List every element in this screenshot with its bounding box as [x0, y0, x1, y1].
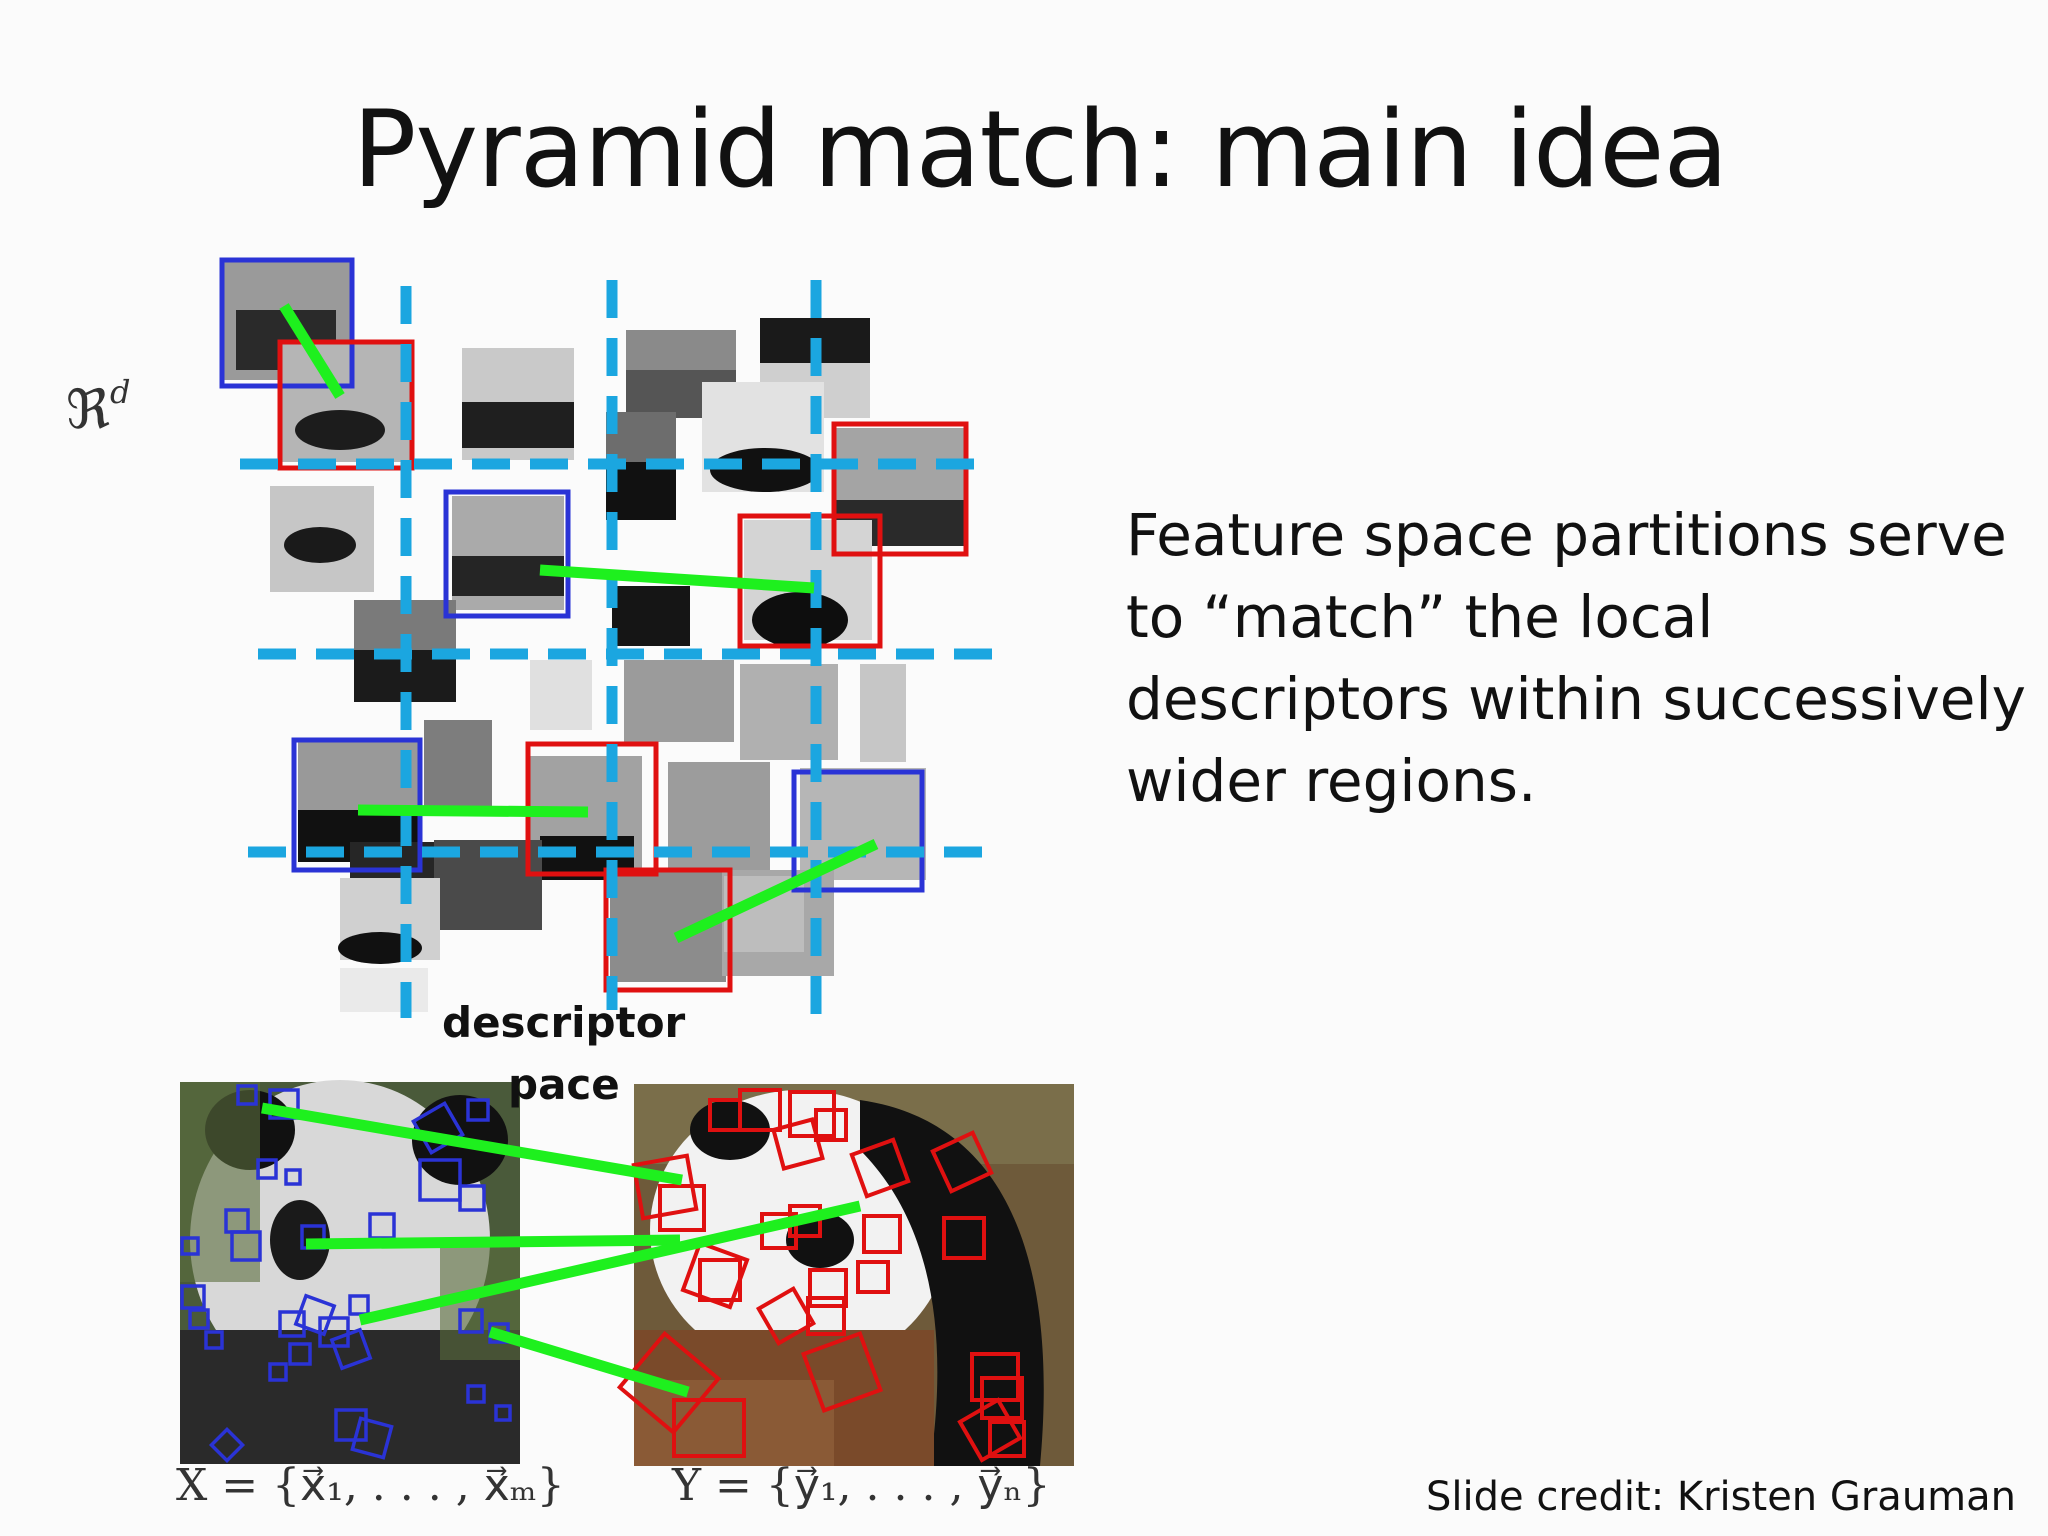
feature-box	[334, 1408, 368, 1442]
feature-box	[293, 1293, 337, 1337]
feature-space-symbol: ℜd	[66, 373, 130, 441]
match-line	[539, 564, 815, 594]
descriptor-label: descriptor	[442, 998, 686, 1047]
body-text: Feature space partitions serve to “match…	[1126, 501, 2026, 815]
blue-patch-box	[443, 489, 571, 619]
feature-box	[738, 1088, 782, 1132]
partition-grid	[240, 280, 992, 1018]
feature-box	[208, 1426, 246, 1464]
feature-box	[856, 1260, 890, 1294]
feature-box	[268, 1362, 288, 1382]
feature-box	[494, 1404, 512, 1422]
feature-box	[278, 1310, 306, 1338]
feature-box	[188, 1308, 210, 1330]
feature-box	[672, 1398, 746, 1458]
feature-box	[616, 1330, 722, 1436]
feature-box	[862, 1214, 902, 1254]
feature-box	[180, 1284, 206, 1310]
feature-box	[348, 1294, 370, 1316]
red-patch-box	[831, 421, 969, 557]
feature-box	[329, 1327, 373, 1371]
feature-box	[466, 1384, 486, 1404]
space-label: pace	[508, 1060, 620, 1109]
feature-box	[236, 1084, 258, 1106]
blue-patch-box	[291, 737, 423, 873]
match-line	[279, 303, 345, 399]
feature-box	[466, 1098, 490, 1122]
feature-box	[849, 1137, 911, 1199]
feature-box	[658, 1184, 706, 1232]
feature-box	[256, 1158, 278, 1180]
feature-box	[284, 1168, 302, 1186]
space-symbol: ℜ	[66, 378, 110, 441]
set-y-formula: Y = {y⃗₁, . . . , y⃗ₙ}	[672, 1460, 1051, 1511]
feature-box	[942, 1216, 986, 1260]
match-line	[261, 1102, 683, 1186]
feature-box	[755, 1285, 817, 1347]
feature-box	[230, 1230, 262, 1262]
feature-box	[808, 1268, 848, 1308]
descriptor-patches	[222, 262, 964, 1012]
match-line	[673, 839, 879, 943]
feature-box	[988, 1420, 1026, 1458]
set-y-feature-boxes	[616, 1088, 1026, 1463]
feature-box	[698, 1258, 742, 1302]
feature-box	[350, 1416, 394, 1460]
feature-box	[800, 1330, 884, 1414]
match-line	[358, 1200, 862, 1326]
slide-credit: Slide credit: Kristen Grauman	[1426, 1474, 2016, 1520]
match-line	[305, 1234, 681, 1250]
image-matches	[261, 1102, 862, 1398]
red-patch-box	[603, 867, 733, 993]
feature-box	[204, 1330, 224, 1350]
feature-box	[806, 1296, 846, 1336]
blue-patch-box	[791, 769, 925, 893]
match-line	[357, 804, 589, 818]
space-exponent: d	[109, 373, 131, 411]
feature-box	[288, 1342, 312, 1366]
feature-box	[458, 1308, 484, 1334]
image-x-panda	[180, 1080, 520, 1464]
feature-box	[814, 1108, 848, 1142]
descriptor-matches	[279, 303, 879, 943]
feature-box	[957, 1397, 1023, 1463]
red-patch-box	[277, 339, 415, 471]
feature-box	[980, 1376, 1024, 1420]
feature-box	[631, 1153, 699, 1221]
feature-box	[788, 1090, 836, 1138]
set-x-formula: X = {x⃗₁, . . . , x⃗ₘ}	[176, 1460, 565, 1511]
slide-title: Pyramid match: main idea	[352, 88, 1729, 211]
blue-patch-box	[219, 257, 355, 389]
feature-box	[180, 1236, 200, 1256]
feature-box	[930, 1130, 994, 1194]
feature-box	[418, 1158, 462, 1202]
match-line	[488, 1326, 690, 1398]
feature-box	[458, 1184, 486, 1212]
